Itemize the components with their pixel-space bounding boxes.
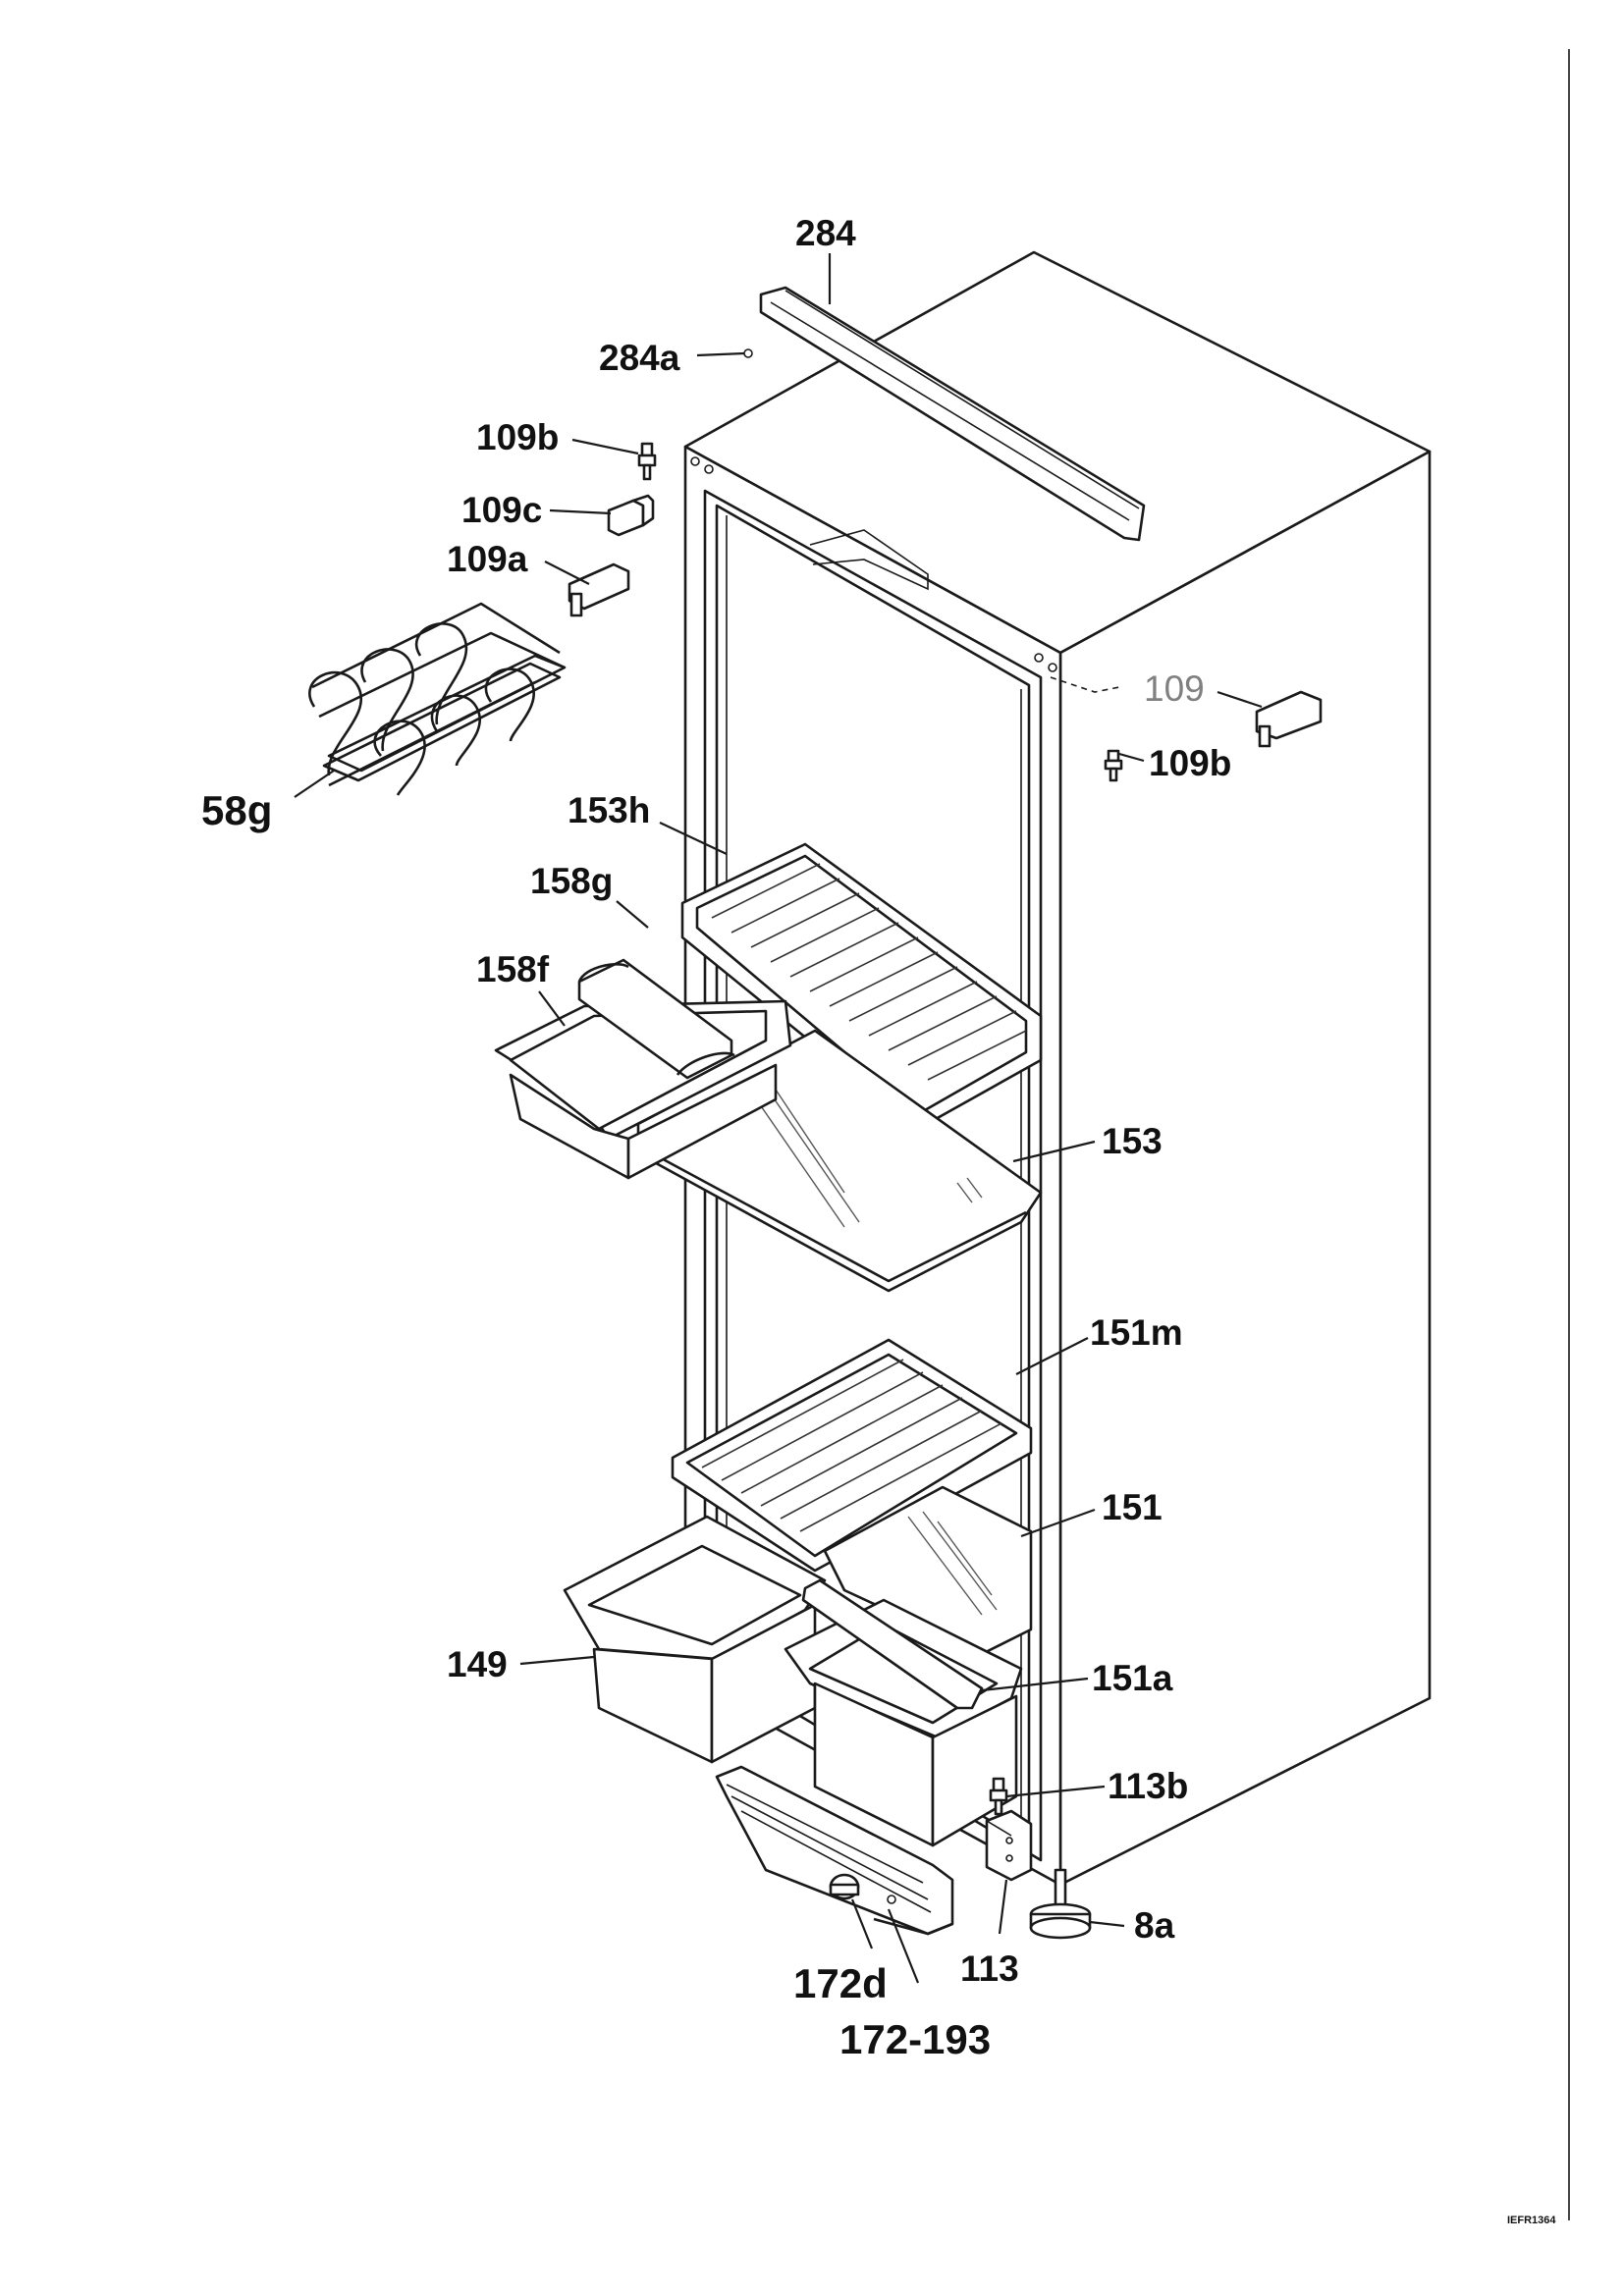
wine-rack-58g xyxy=(308,602,567,796)
drawer-cover-158g xyxy=(577,958,735,1080)
hinge-109 xyxy=(1050,676,1323,748)
label-8a: 8a xyxy=(1134,1905,1175,1946)
label-172d: 172d xyxy=(793,1960,888,2006)
label-284: 284 xyxy=(795,213,856,253)
label-284a: 284a xyxy=(599,338,680,378)
label-151m: 151m xyxy=(1090,1312,1183,1353)
label-153h: 153h xyxy=(568,790,650,830)
hinge-bracket-109c xyxy=(607,494,655,537)
label-151: 151 xyxy=(1102,1487,1163,1527)
hinge-screw-109b-right xyxy=(1104,749,1123,782)
callout-labels: 284 284a 109b 109c 109a 109 109b 58g 153… xyxy=(201,213,1556,2226)
label-151a: 151a xyxy=(1092,1658,1173,1698)
grid-shelf-153h xyxy=(680,842,1043,1131)
label-153: 153 xyxy=(1102,1121,1163,1161)
bottom-hinge-113 xyxy=(985,1809,1033,1882)
hinge-109a xyxy=(568,562,630,617)
leader-lines xyxy=(294,253,1263,1984)
label-158f: 158f xyxy=(476,949,550,989)
adjustable-foot-8a xyxy=(1029,1868,1092,1940)
label-113b: 113b xyxy=(1108,1766,1188,1806)
drawing-code: IEFR1364 xyxy=(1507,2215,1556,2226)
hinge-screw-109b-top xyxy=(637,442,657,481)
label-109: 109 xyxy=(1144,668,1205,709)
label-113: 113 xyxy=(960,1949,1019,1989)
label-58g: 58g xyxy=(201,787,272,833)
hinge-pin-113b xyxy=(989,1777,1008,1816)
foot-cap-172d xyxy=(829,1873,860,1900)
label-149: 149 xyxy=(447,1644,508,1684)
top-trim-284 xyxy=(759,286,1146,542)
label-109a: 109a xyxy=(447,539,528,579)
label-172-193: 172-193 xyxy=(839,2016,991,2062)
label-109b-right: 109b xyxy=(1149,743,1231,783)
bottom-plinth-172-193 xyxy=(715,1765,954,1936)
grid-shelf-151m xyxy=(671,1338,1033,1573)
label-158g: 158g xyxy=(530,861,613,901)
glass-shelf-151 xyxy=(823,1485,1033,1656)
label-109b-top: 109b xyxy=(476,417,559,457)
label-109c: 109c xyxy=(461,490,542,530)
